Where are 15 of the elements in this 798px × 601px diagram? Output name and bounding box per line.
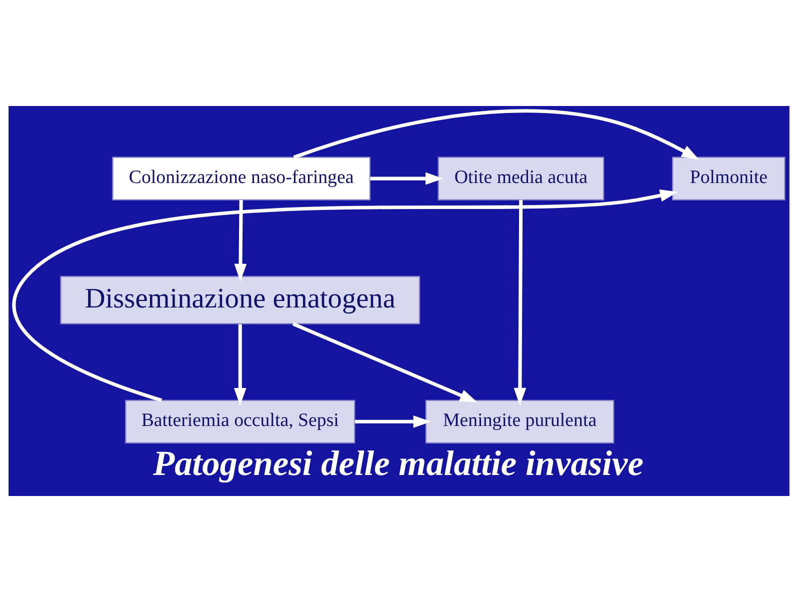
node-box: Polmonite <box>672 156 786 200</box>
arrow <box>354 414 432 428</box>
arrow <box>12 188 678 402</box>
node-box: Disseminazione ematogena <box>60 275 420 324</box>
arrow <box>370 172 444 184</box>
arrow <box>514 199 526 406</box>
node-box: Colonizzazione naso-faringea <box>112 156 371 200</box>
arrow <box>234 199 247 282</box>
caption: Patogenesi delle malattie invasive <box>152 442 644 482</box>
node-box: Meningite purulenta <box>425 399 614 443</box>
arrow <box>293 108 700 160</box>
arrow <box>292 322 478 402</box>
node-box: Otite media acuta <box>438 156 604 200</box>
arrow <box>234 324 246 406</box>
node-box: Batteriemia occulta, Sepsi <box>125 399 356 443</box>
